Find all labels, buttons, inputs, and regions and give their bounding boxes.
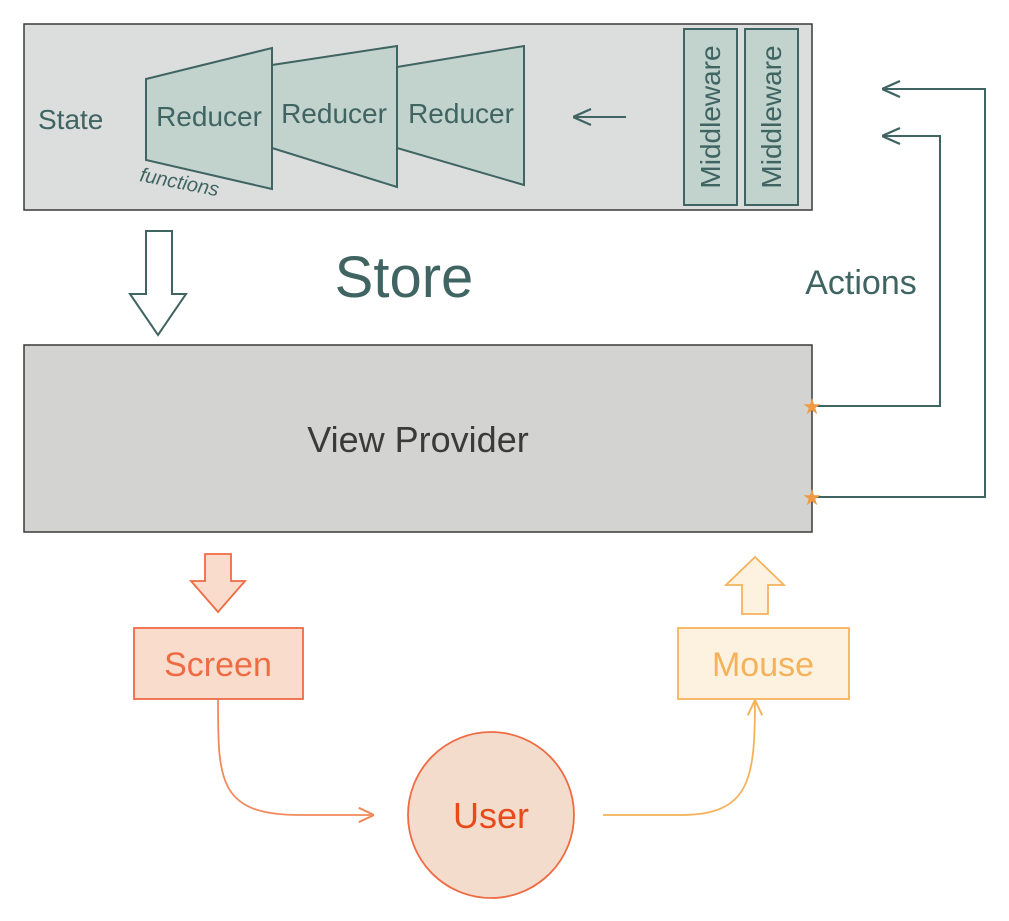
reducer-3: Reducer	[396, 44, 525, 187]
reducer-2: Reducer	[271, 44, 398, 189]
actions-label-bg	[790, 254, 930, 304]
middleware-2: Middleware	[744, 28, 799, 206]
reducer-3-label: Reducer	[408, 98, 514, 129]
middleware-1-label: Middleware	[695, 45, 726, 188]
user-label: User	[453, 795, 529, 836]
screen-label: Screen	[164, 646, 272, 684]
mouse-to-view-arrow	[723, 555, 787, 615]
screen-box: Screen	[133, 627, 304, 700]
screen-to-user-arrow	[217, 699, 374, 815]
reducer-1: Reducer	[145, 46, 273, 191]
user-to-mouse-arrow	[603, 700, 755, 816]
star-icon-upper: ★	[802, 394, 822, 419]
reducer-1-label: Reducer	[156, 101, 262, 132]
state-label: State	[38, 104, 103, 135]
actions-arrow-upper	[812, 136, 941, 407]
store-title: Store	[335, 245, 474, 310]
store-to-view-arrow	[128, 230, 188, 337]
view-to-screen-arrow	[189, 553, 247, 614]
actions-arrow-outer	[812, 89, 986, 498]
middleware-2-label: Middleware	[756, 45, 787, 188]
mouse-label: Mouse	[712, 646, 814, 684]
mouse-box: Mouse	[677, 627, 850, 700]
star-icon-lower: ★	[802, 485, 822, 510]
reducer-2-label: Reducer	[281, 98, 387, 129]
user-node: User	[407, 731, 575, 899]
view-provider-box: View Provider	[23, 344, 813, 533]
middleware-1: Middleware	[683, 28, 738, 206]
view-provider-label: View Provider	[307, 419, 528, 460]
actions-label: Actions	[805, 264, 917, 302]
